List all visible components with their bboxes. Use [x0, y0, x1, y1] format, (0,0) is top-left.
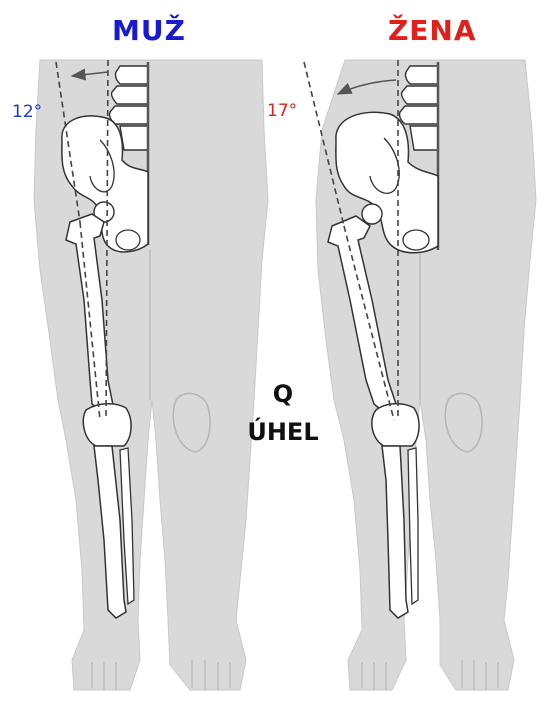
male-title: MUŽ: [112, 14, 186, 47]
male-angle-label: 12°: [12, 102, 42, 122]
female-figure: [304, 60, 536, 690]
female-angle-label: 17°: [267, 101, 297, 121]
male-figure: [34, 60, 268, 690]
female-title: ŽENA: [388, 14, 477, 47]
angle-word-label: ÚHEL: [246, 418, 320, 446]
q-label: Q: [246, 380, 320, 408]
